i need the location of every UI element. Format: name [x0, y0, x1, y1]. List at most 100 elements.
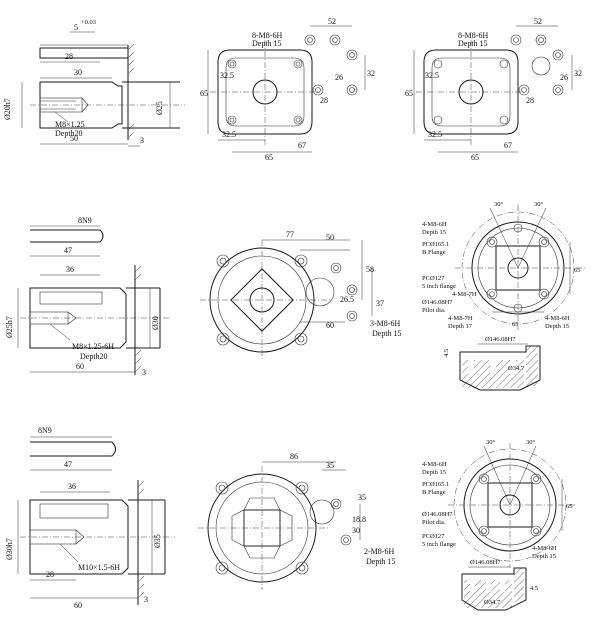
dim-dia-35: Ø35	[153, 534, 162, 548]
pilot-dia-label: Pilot dia.	[422, 307, 446, 314]
flange-drawing-5: 86 35 35 18.8 30 2-M8-6H Depth 15	[198, 452, 396, 590]
dim-30: 30	[74, 68, 82, 77]
dim-dia-20h7: Ø20h7	[3, 98, 12, 120]
pilot-dia-label: Pilot dia.	[422, 519, 446, 526]
dim-65h: 65	[471, 153, 479, 162]
thread-spec: M8×1.25-6H	[72, 342, 114, 351]
dim-65v: 65	[200, 89, 208, 98]
dim-58: 58	[366, 265, 374, 274]
dim-32-5v: 32.5	[220, 71, 234, 80]
thread-bottom: 4-M8-7H	[448, 315, 473, 322]
dim-65-horizontal: 65	[512, 321, 519, 328]
flange-drawing-3: 77 50 58 37 26.5 60 3-M8-6H Depth 15	[200, 230, 402, 360]
shaft-drawing-1: 5 +0.03 28 30 Ø20h7 Ø25 M8×1.25	[3, 19, 185, 147]
dim-26: 26	[560, 73, 568, 82]
key-spec: 8N9	[78, 216, 92, 225]
b-flange-label: B Flange	[422, 489, 446, 496]
five-inch-flange: 5 inch flange	[422, 541, 456, 548]
dim-67: 67	[298, 141, 306, 150]
dim-52: 52	[328, 17, 336, 26]
angle-a: 30°	[486, 439, 496, 446]
dim-60: 60	[74, 601, 82, 610]
dim-50: 50	[70, 134, 78, 143]
pcd-127: PCØ127	[422, 533, 445, 540]
pcd-127: PCØ127	[422, 275, 445, 282]
dim-60: 60	[326, 321, 334, 330]
dim-3: 3	[142, 368, 146, 377]
thread-spec: 2-M8-6H	[364, 547, 394, 556]
dim-28: 28	[526, 96, 534, 105]
detail-dia-34-7: Ø34.7	[484, 599, 501, 606]
angle-b: 30°	[526, 439, 536, 446]
dim-dia-30: Ø30	[151, 316, 160, 330]
dim-26-5: 26.5	[340, 295, 354, 304]
dim-65h: 65	[265, 153, 273, 162]
dim-28: 28	[65, 52, 73, 61]
dim-dia-25: Ø25	[155, 101, 164, 115]
five-inch-flange: 5 inch flange	[422, 283, 456, 290]
dim-28: 28	[320, 96, 328, 105]
dim-65: 65	[566, 503, 573, 510]
dim-47: 47	[64, 246, 72, 255]
thread-spec: 3-M8-6H	[370, 319, 400, 328]
angle-a: 30°	[494, 201, 504, 208]
angle-b: 30°	[534, 201, 544, 208]
thread-spec: 8-M8-6H	[458, 31, 488, 40]
dim-32: 32	[367, 69, 375, 78]
dim-dia-25h7: Ø25h7	[5, 316, 14, 338]
dim-28: 28	[46, 570, 54, 579]
thread-mid: 4-M8-7H	[452, 291, 477, 298]
dim-50: 50	[326, 233, 334, 242]
shaft-drawing-2: 8N9 47 36 Ø25h7 Ø30 M8×1.25-6H Depth20 6…	[5, 216, 170, 377]
dim-65-vertical: 65	[574, 267, 581, 274]
pcd-b-flange: PCØ165.1	[422, 241, 449, 248]
dim-32: 32	[574, 69, 582, 78]
depth-bottom: Depth 17	[448, 323, 473, 330]
thread-spec: 8-M8-6H	[252, 31, 282, 40]
detail-depth-4-5: 4.5	[443, 349, 450, 357]
flange-drawing-4: 30° 30° 4-M8-6H Depth 15 PCØ165.1 B Flan…	[422, 201, 585, 391]
dim-keyway-width: 5	[74, 23, 78, 32]
dim-3: 3	[144, 595, 148, 604]
dim-36: 36	[68, 482, 76, 491]
dim-3: 3	[140, 136, 144, 145]
dim-keyway-tol: +0.03	[81, 19, 96, 26]
depth-right: Depth 15	[532, 553, 556, 560]
thread-spec: M10×1.5-6H	[78, 563, 120, 572]
dim-47: 47	[64, 460, 72, 469]
thread-top: 4-M8-6H	[422, 461, 447, 468]
thread-depth: Depth20	[55, 129, 83, 138]
flange-drawing-2: 52 32 26 28 65 32.5 32.5 65 67 8-M8-6H D…	[405, 17, 582, 162]
dim-65v: 65	[405, 89, 413, 98]
pcd-b-flange: PCØ165.1	[422, 481, 449, 488]
dim-35h: 35	[326, 461, 334, 470]
dim-32-5h: 32.5	[222, 130, 236, 139]
detail-pilot: Ø146.08H7	[485, 336, 516, 343]
dim-30: 30	[352, 526, 360, 535]
pilot-diameter: Ø146.08H7	[422, 511, 453, 518]
thread-depth: Depth 15	[252, 39, 282, 48]
key-spec: 8N9	[38, 426, 52, 435]
thread-spec: M8×1.25	[55, 120, 85, 129]
shaft-drawing-3: 8N9 47 36 Ø30h7 Ø35 M10×1.5-6H 28 60 3	[5, 426, 175, 610]
depth-right: Depth 15	[545, 323, 569, 330]
pilot-diameter: Ø146.08H7	[422, 299, 453, 306]
b-flange-label: B Flange	[422, 249, 446, 256]
thread-depth: Depth20	[80, 352, 108, 361]
detail-depth-4-5: 4.5	[530, 585, 538, 592]
thread-top: 4-M8-6H	[422, 221, 447, 228]
thread-right: 4-M8-6H	[532, 545, 557, 552]
dim-18-8: 18.8	[352, 515, 366, 524]
thread-depth: Depth 15	[366, 557, 396, 566]
flange-drawing-1: 52 32 26 28 65 32.5 32.5 65 67 8-M8-6H D…	[200, 17, 375, 162]
dim-60: 60	[76, 362, 84, 371]
dim-26: 26	[335, 73, 343, 82]
dim-77: 77	[286, 230, 294, 239]
depth-top: Depth 15	[422, 229, 446, 236]
dim-dia-30h7: Ø30h7	[5, 538, 14, 560]
depth-top: Depth 15	[422, 469, 446, 476]
dim-32-5h: 32.5	[428, 130, 442, 139]
dim-36: 36	[66, 265, 74, 274]
